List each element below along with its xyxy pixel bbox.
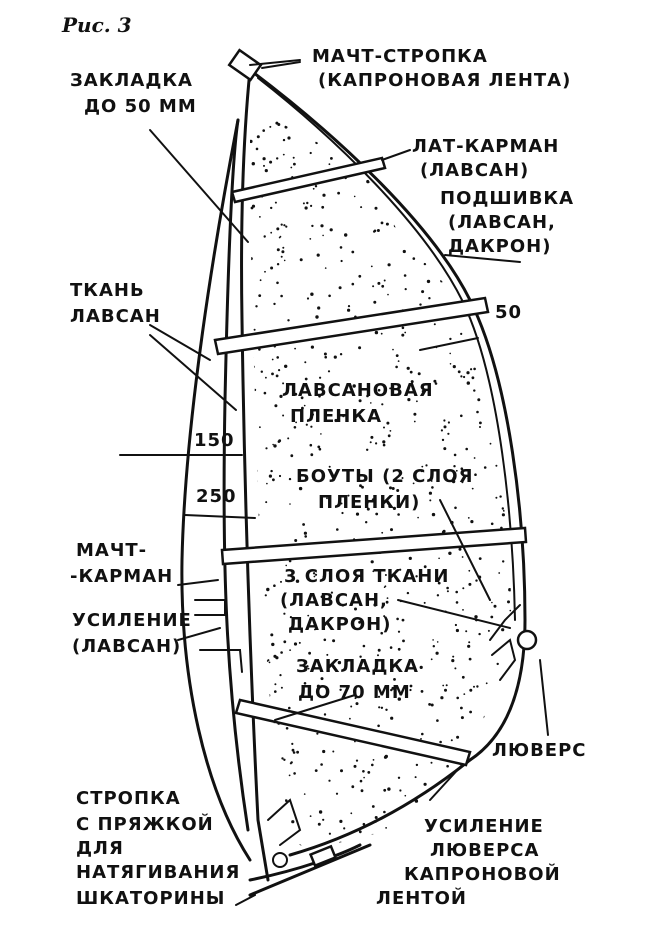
label-dim-250: 250 bbox=[196, 486, 237, 507]
grommet-icon bbox=[489, 604, 538, 681]
label-bouts: БОУТЫ (2 СЛОЯ bbox=[296, 466, 473, 487]
batten-3 bbox=[220, 526, 528, 566]
label-mast-strap: МАЧТ-СТРОПКА bbox=[312, 46, 488, 67]
label-dim-50: 50 bbox=[495, 302, 522, 323]
label-insert-top: ЗАКЛАДКА bbox=[70, 70, 193, 91]
buckle-strap bbox=[248, 798, 372, 897]
battens bbox=[213, 156, 528, 767]
label-grommet: ЛЮВЕРС bbox=[492, 740, 587, 761]
label-grommet-reinforcement-2: ЛЮВЕРСА bbox=[430, 840, 539, 861]
label-insert-bottom: ЗАКЛАДКА bbox=[296, 656, 419, 677]
label-lat-pocket-material: (ЛАВСАН) bbox=[420, 160, 529, 181]
label-grommet-reinforcement-4: ЛЕНТОЙ bbox=[376, 887, 467, 909]
mast-strap-top bbox=[227, 48, 301, 82]
label-fabric: ТКАНЬ bbox=[70, 280, 145, 301]
mast-pocket-sleeve bbox=[180, 68, 270, 882]
batten-2 bbox=[213, 296, 490, 356]
label-strap-buckle-5: ШКАТОРИНЫ bbox=[76, 888, 225, 909]
label-hem: ПОДШИВКА bbox=[440, 188, 574, 209]
label-hem-material-1: (ЛАВСАН, bbox=[448, 212, 556, 233]
label-layers-material-1: (ЛАВСАН, bbox=[280, 590, 388, 611]
label-hem-material-2: ДАКРОН) bbox=[448, 236, 551, 257]
label-fabric-material: ЛАВСАН bbox=[70, 306, 161, 327]
label-strap-buckle-4: НАТЯГИВАНИЯ bbox=[76, 862, 240, 883]
label-strap-buckle-2: С ПРЯЖКОЙ bbox=[76, 813, 214, 835]
label-reinforcement: УСИЛЕНИЕ bbox=[72, 610, 192, 631]
label-grommet-reinforcement-3: КАПРОНОВОЙ bbox=[404, 863, 561, 885]
figure-label: Рис. 3 bbox=[61, 13, 132, 37]
label-insert-top-size: ДО 50 ММ bbox=[84, 96, 197, 117]
pointer-arrows bbox=[119, 61, 549, 906]
label-layers: 3 СЛОЯ ТКАНИ bbox=[284, 566, 449, 587]
label-reinforcement-material: (ЛАВСАН) bbox=[72, 636, 181, 657]
batten-4 bbox=[234, 698, 472, 767]
label-mast-strap-material: (КАПРОНОВАЯ ЛЕНТА) bbox=[318, 70, 571, 91]
label-layers-material-2: ДАКРОН) bbox=[288, 614, 391, 635]
label-grommet-reinforcement-1: УСИЛЕНИЕ bbox=[424, 816, 544, 837]
label-bouts-2: ПЛЕНКИ) bbox=[318, 492, 420, 513]
label-film: ЛАВСАНОВАЯ bbox=[282, 380, 434, 401]
label-mast-pocket: МАЧТ- bbox=[76, 540, 147, 561]
label-strap-buckle-1: СТРОПКА bbox=[76, 788, 181, 809]
label-film-2: ПЛЕНКА bbox=[290, 406, 382, 427]
label-mast-pocket-2: -КАРМАН bbox=[70, 566, 173, 587]
label-lat-pocket: ЛАТ-КАРМАН bbox=[412, 136, 559, 157]
label-strap-buckle-3: ДЛЯ bbox=[76, 838, 124, 859]
label-insert-bottom-size: ДО 70 ММ bbox=[298, 682, 411, 703]
label-dim-150: 150 bbox=[194, 430, 235, 451]
batten-1 bbox=[230, 156, 387, 204]
